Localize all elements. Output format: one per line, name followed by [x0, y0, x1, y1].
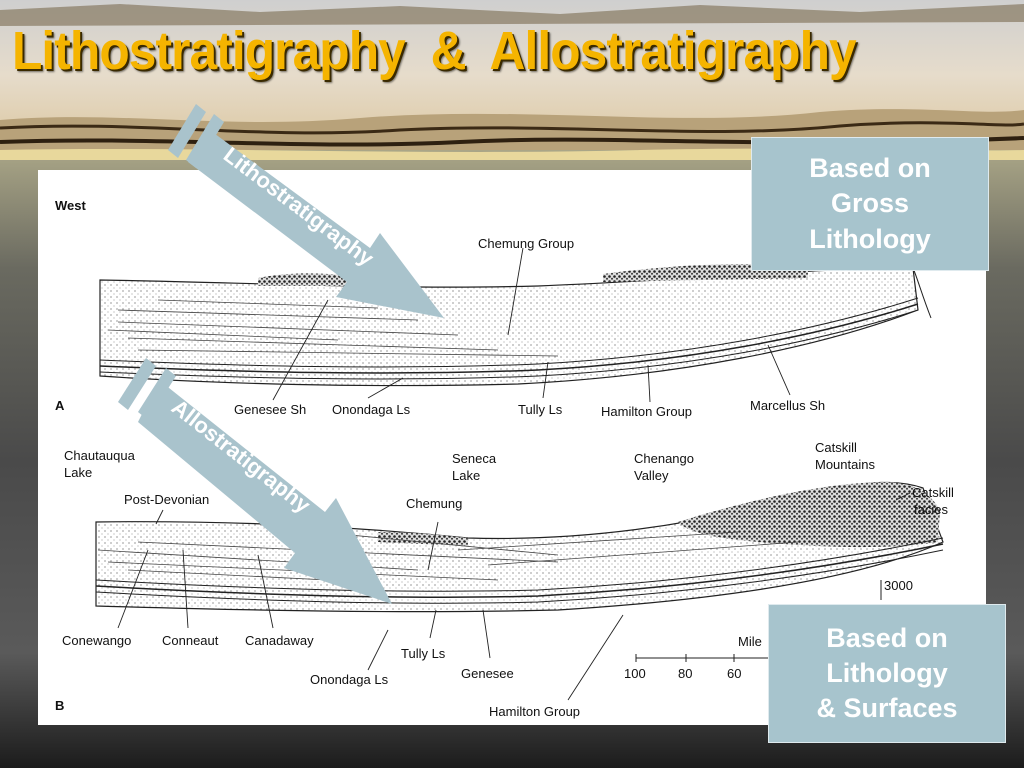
panel-a-letter: A [55, 398, 65, 413]
seneca-label-1: Seneca [452, 451, 497, 466]
miles-label: Mile [738, 634, 762, 649]
callout-upper-line-3: Lithology [809, 223, 931, 254]
callout-lower-line-2: Lithology [826, 657, 948, 688]
callout-lower-line-3: & Surfaces [816, 693, 958, 724]
post-devonian-label: Post-Devonian [124, 492, 209, 507]
scale-100-label: 100 [624, 666, 646, 681]
tully-ls-label-a: Tully Ls [518, 402, 563, 417]
genesee-sh-label: Genesee Sh [234, 402, 306, 417]
chautauqua-label-1: Chautauqua [64, 448, 136, 463]
scale-60-label: 60 [727, 666, 741, 681]
chautauqua-label-2: Lake [64, 465, 92, 480]
callout-lower-line-1: Based on [826, 622, 948, 653]
marcellus-sh-label: Marcellus Sh [750, 398, 825, 413]
catskill-mountains-label-1: Catskill [815, 440, 857, 455]
conewango-label: Conewango [62, 633, 131, 648]
scale-3000-label: 3000 [884, 578, 913, 593]
lithology-surfaces-callout: Based on Lithology & Surfaces [768, 604, 1006, 743]
chemung-label: Chemung [406, 496, 462, 511]
catskill-facies-label-2: facies [914, 502, 948, 517]
catskill-mountains-label-2: Mountains [815, 457, 875, 472]
callout-upper-line-2: Gross [830, 188, 910, 219]
canadaway-label: Canadaway [245, 633, 314, 648]
hamilton-group-label-a: Hamilton Group [601, 404, 692, 419]
scale-80-label: 80 [678, 666, 692, 681]
chenango-label-1: Chenango [634, 451, 694, 466]
seneca-label-2: Lake [452, 468, 480, 483]
panel-a-section [99, 264, 932, 387]
onondaga-ls-label-b: Onondaga Ls [310, 672, 389, 687]
onondaga-ls-label-a: Onondaga Ls [332, 402, 411, 417]
panel-b-section [95, 481, 944, 613]
hamilton-group-label-b: Hamilton Group [489, 704, 580, 719]
cross-section-drawing: West A B Chemung Group Genesee Sh Ononda… [55, 198, 954, 719]
west-label: West [55, 198, 86, 213]
tully-ls-label-b: Tully Ls [401, 646, 446, 661]
panel-b-letter: B [55, 698, 64, 713]
conneaut-label: Conneaut [162, 633, 219, 648]
chenango-label-2: Valley [634, 468, 669, 483]
genesee-label: Genesee [461, 666, 514, 681]
catskill-facies-label-1: Catskill [912, 485, 954, 500]
slide-title: Lithostratigraphy & Allostratigraphy [12, 21, 857, 81]
chemung-group-label: Chemung Group [478, 236, 574, 251]
gross-lithology-callout: Based on Gross Lithology [751, 137, 989, 271]
callout-upper-line-1: Based on [809, 153, 931, 184]
